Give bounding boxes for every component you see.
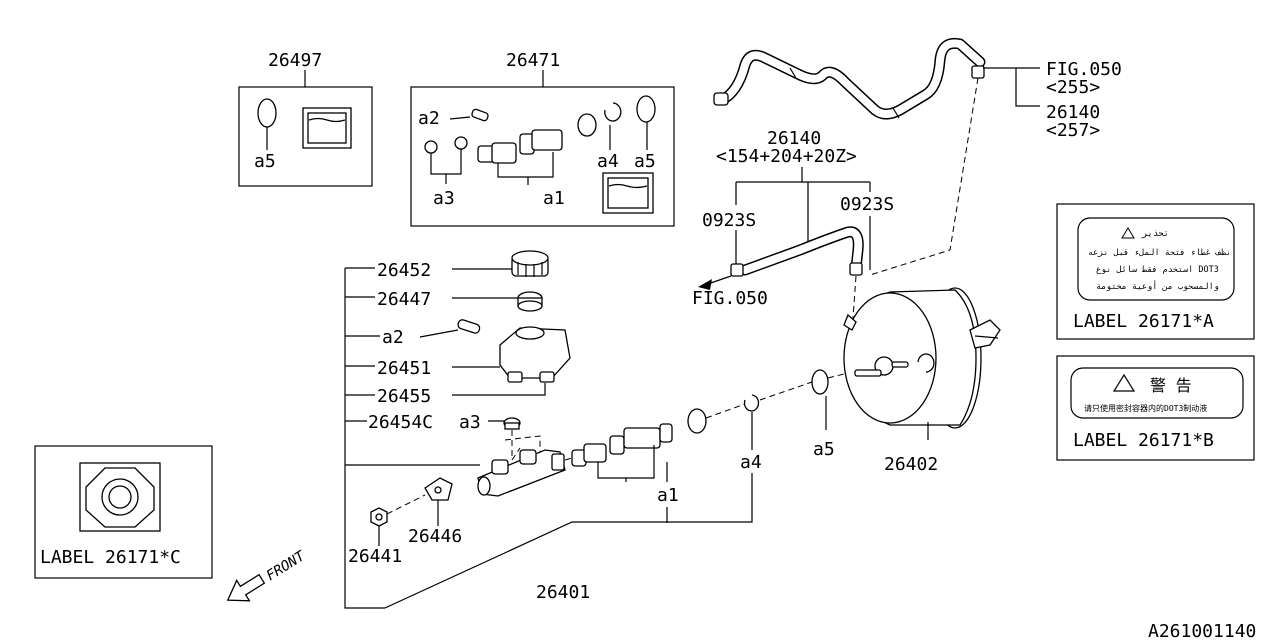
part-label-26497: 26497 [268,50,322,71]
part-label-26446: 26446 [408,526,462,547]
master-cylinder-body-icon [477,449,566,497]
code-154-204-20z: <154+204+20Z> [716,146,857,167]
label-a-line1: نظف غطاء فتحة الملء قبل نزعه [1088,248,1231,258]
label-b-heading: 警 告 [1150,376,1192,395]
hose-clip-icon [730,263,744,277]
part-label-a5-kit2: a5 [634,151,656,172]
part-label-26402: 26402 [884,454,938,475]
kit-box-26497: 26497 a5 [238,50,373,187]
part-label-a1-kit: a1 [543,188,565,209]
part-label-a1-main: a1 [657,485,679,506]
reservoir-cap-icon [511,250,549,277]
code-255: <255> [1046,77,1100,98]
part-label-a3-main: a3 [459,412,481,433]
washer-icon [454,136,468,150]
part-label-a3-kit: a3 [433,188,455,209]
label-a-heading: تحذير [1141,229,1169,239]
pin-icon [471,108,489,122]
pin-icon [457,319,481,334]
flange-nut-icon [370,507,388,527]
seal-a5-icon [636,95,656,123]
code-257: <257> [1046,120,1100,141]
part-label-0923s-right: 0923S [840,194,894,215]
warning-triangle-icon [1112,373,1136,392]
part-label-26140-top: 26140 [1046,102,1100,123]
part-label-26471: 26471 [506,50,560,71]
reservoir-filter-icon [517,291,543,312]
label-26171-a: LABEL 26171*A [1073,311,1214,332]
hose-clip-icon [849,262,863,276]
diagram-id: A261001140 [1148,621,1256,640]
brake-booster-icon [843,287,1001,429]
label-a-line3: والمسحوب من أوعية مختومة [1096,280,1219,292]
grommet-icon [503,417,521,430]
vacuum-hose-upper-icon [713,37,986,120]
seal-a5-icon [257,98,277,128]
part-label-a4-kit: a4 [597,151,619,172]
part-label-26447: 26447 [377,289,431,310]
label-26171-b-panel: 警 告 请只使用密封容器内的DOT3制动液 LABEL 26171*B [1056,355,1255,461]
part-label-a5-kit1: a5 [254,151,276,172]
washer-icon [424,140,438,154]
part-label-26455: 26455 [377,386,431,407]
part-label-26454c: 26454C [368,412,433,433]
piston-assembly-icon [571,408,707,467]
snap-ring-icon [743,394,760,412]
label-b-line: 请只使用密封容器内的DOT3制动液 [1084,403,1207,413]
front-label: FRONT [264,548,310,585]
part-label-26441: 26441 [348,546,402,567]
label-26171-c-panel: LABEL 26171*C [34,445,213,579]
bracket-plate-icon [424,477,453,501]
snap-ring-icon [604,102,622,122]
part-label-a5-main: a5 [813,439,835,460]
part-label-a2-kit: a2 [418,108,440,129]
part-label-a2-main: a2 [382,327,404,348]
fig-ref-050-mid: FIG.050 [692,288,768,309]
label-26171-c: LABEL 26171*C [40,547,181,568]
part-label-26452: 26452 [377,260,431,281]
part-label-0923s-left: 0923S [702,210,756,231]
fig-ref-050-top: FIG.050 [1046,59,1122,80]
vacuum-hose-middle-icon [730,226,864,277]
kit-box-26471: 26471 a2 a3 a1 a4 a5 [410,50,675,227]
seal-a5-icon [811,369,829,395]
label-a-line2: استخدم فقط سائل نوع DOT3 [1096,265,1219,275]
front-arrow-icon: FRONT [226,548,310,602]
part-label-26140-mid: 26140 [767,128,821,149]
part-label-26451: 26451 [377,358,431,379]
piston-assembly-icon [477,113,597,164]
part-label-26401: 26401 [536,582,590,603]
label-26171-b: LABEL 26171*B [1073,430,1214,451]
part-label-a4-main: a4 [740,452,762,473]
label-26171-a-panel: تحذير نظف غطاء فتحة الملء قبل نزعه استخد… [1056,203,1255,340]
reservoir-tank-icon [499,326,571,383]
